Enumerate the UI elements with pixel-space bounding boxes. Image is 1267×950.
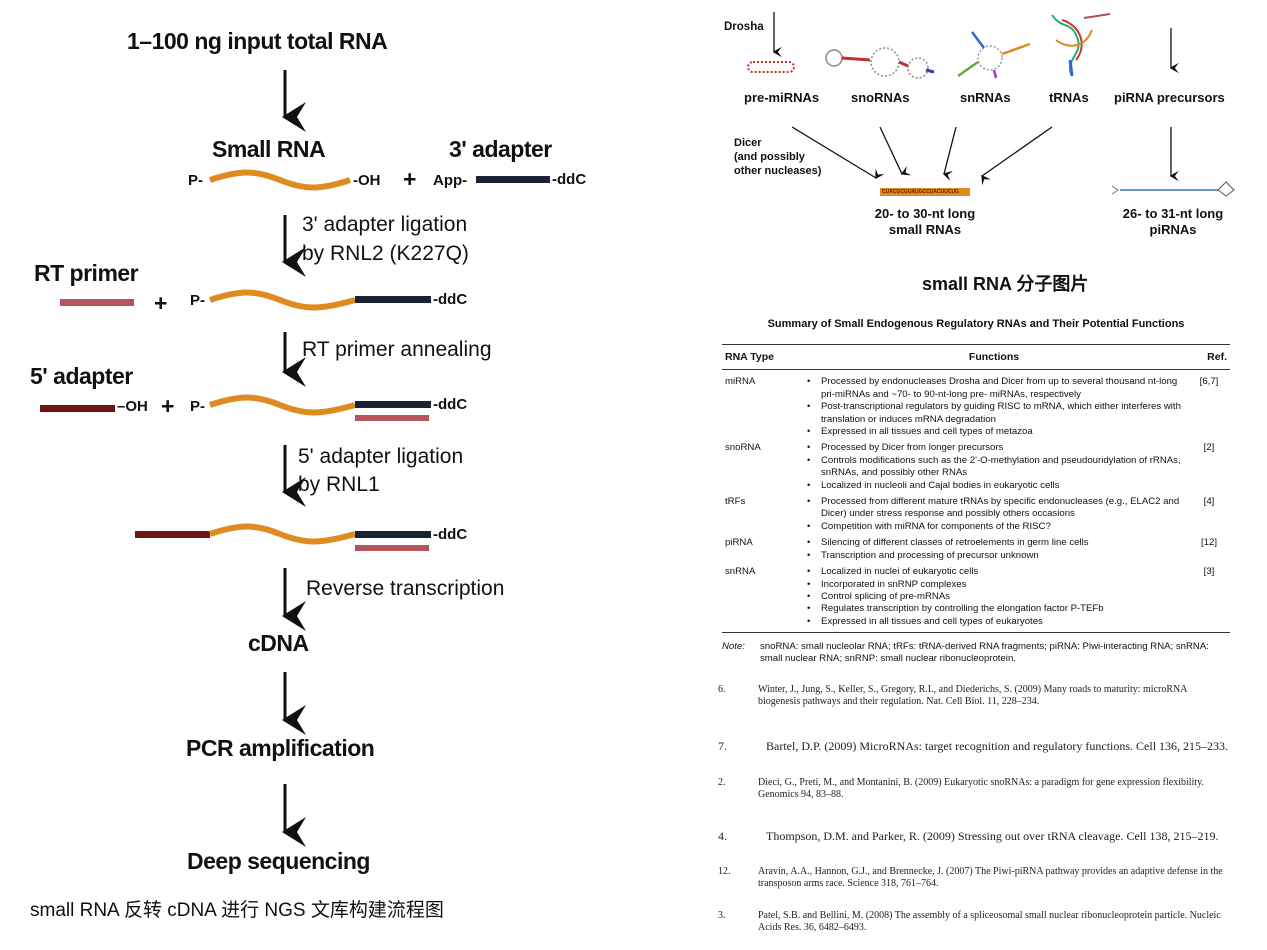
trnas-label: tRNAs xyxy=(1049,90,1089,105)
small-rnas-length-label: 20- to 30-nt long small RNAs xyxy=(874,206,976,237)
table-title: Summary of Small Endogenous Regulatory R… xyxy=(767,318,1185,330)
molecules-graphics xyxy=(747,12,1235,197)
snorna-icon xyxy=(825,47,935,79)
p-label-2: P- xyxy=(190,292,205,309)
p-label: P- xyxy=(188,172,203,189)
ddc-label: -ddC xyxy=(552,171,587,188)
three-adapter-bar-3 xyxy=(355,401,431,408)
rt-primer-bar-1 xyxy=(60,299,134,306)
step-rt-annealing: RT primer annealing xyxy=(302,338,492,361)
step-5-ligation-line1: 5' adapter ligation xyxy=(298,445,464,468)
oh-label: -OH xyxy=(353,172,381,189)
ribose-icon xyxy=(1217,181,1235,197)
header-functions: Functions xyxy=(800,343,1188,371)
flowchart-graphics xyxy=(40,70,550,847)
table-row: snRNA Localized in nuclei of eukaryotic … xyxy=(722,564,1230,634)
plus-sign: + xyxy=(403,166,416,192)
table-note: Note: snoRNA: small nucleolar RNA; tRFs:… xyxy=(722,641,1209,665)
table-row: piRNA Silencing of different classes of … xyxy=(722,535,1230,564)
step-3-ligation-line1: 3' adapter ligation xyxy=(302,213,468,236)
pirnas-length-label: 26- to 31-nt long piRNAs xyxy=(1122,206,1224,237)
step-3-ligation-line2: by RNL2 (K227Q) xyxy=(302,242,469,265)
trna-icon xyxy=(1051,13,1111,77)
rt-primer-bar-2 xyxy=(355,415,429,421)
rt-primer-bar-3 xyxy=(355,545,429,551)
step-reverse-transcription: Reverse transcription xyxy=(306,577,505,600)
small-rna-strand-2 xyxy=(209,289,356,311)
deep-seq-label: Deep sequencing xyxy=(187,848,370,874)
plus-sign-2: + xyxy=(154,290,167,316)
table-row: tRFs Processed from different mature tRN… xyxy=(722,494,1230,535)
table-row: miRNA Processed by endonucleases Drosha … xyxy=(722,370,1230,441)
rt-primer-title: RT primer xyxy=(34,260,139,286)
table-row: snoRNA Processed by Dicer from longer pr… xyxy=(722,440,1230,494)
app-label: App- xyxy=(433,172,468,189)
p-label-3: P- xyxy=(190,398,205,415)
flowchart-caption: small RNA 反转 cDNA 进行 NGS 文库构建流程图 xyxy=(30,900,444,921)
ddc-label-3: -ddC xyxy=(433,396,468,413)
ddc-label-4: -ddC xyxy=(433,526,468,543)
small-rna-sequence: CUACGCGUAUGCCUACUUCUG xyxy=(882,189,959,195)
ddc-label-2: -ddC xyxy=(433,291,468,308)
small-rna-title: Small RNA xyxy=(212,136,326,162)
reference-list: 6. Winter, J., Jung, S., Keller, S., Gre… xyxy=(718,684,1229,933)
five-adapter-bar-2 xyxy=(135,531,210,538)
pirna-precursors-label: piRNA precursors xyxy=(1114,90,1225,105)
step-5-ligation-line2: by RNL1 xyxy=(298,473,380,496)
summary-table: RNA Type Functions Ref. miRNA Processed … xyxy=(722,343,1230,634)
snrna-icon xyxy=(957,31,1031,79)
oh-label-2: –OH xyxy=(117,398,148,415)
dicer-label: Dicer (and possibly other nucleases) xyxy=(734,137,822,177)
small-rna-sequence-bar xyxy=(880,188,970,196)
cdna-label: cDNA xyxy=(248,630,309,656)
drosha-label: Drosha xyxy=(724,21,764,33)
small-rna-strand-4 xyxy=(209,523,356,545)
header-ref: Ref. xyxy=(1188,343,1230,371)
pcr-label: PCR amplification xyxy=(186,735,375,761)
snrnas-label: snRNAs xyxy=(960,90,1011,105)
pre-mirna-icon xyxy=(747,61,795,73)
three-adapter-bar-2 xyxy=(355,296,431,303)
three-adapter-title: 3' adapter xyxy=(449,136,552,162)
input-rna-label: 1–100 ng input total RNA xyxy=(127,28,388,54)
small-rna-strand-3 xyxy=(209,394,356,416)
three-adapter-bar-4 xyxy=(355,531,431,538)
small-rna-strand-1 xyxy=(209,169,351,191)
header-rna-type: RNA Type xyxy=(722,343,800,371)
pre-mirnas-label: pre-miRNAs xyxy=(744,90,820,105)
plus-sign-3: + xyxy=(161,393,174,419)
five-adapter-bar-1 xyxy=(40,405,115,412)
five-adapter-title: 5' adapter xyxy=(30,363,133,389)
snornas-label: snoRNAs xyxy=(851,90,910,105)
summary-table-block: Summary of Small Endogenous Regulatory R… xyxy=(722,318,1230,665)
molecules-caption: small RNA 分子图片 xyxy=(922,274,1089,294)
three-adapter-bar-1 xyxy=(476,176,550,183)
